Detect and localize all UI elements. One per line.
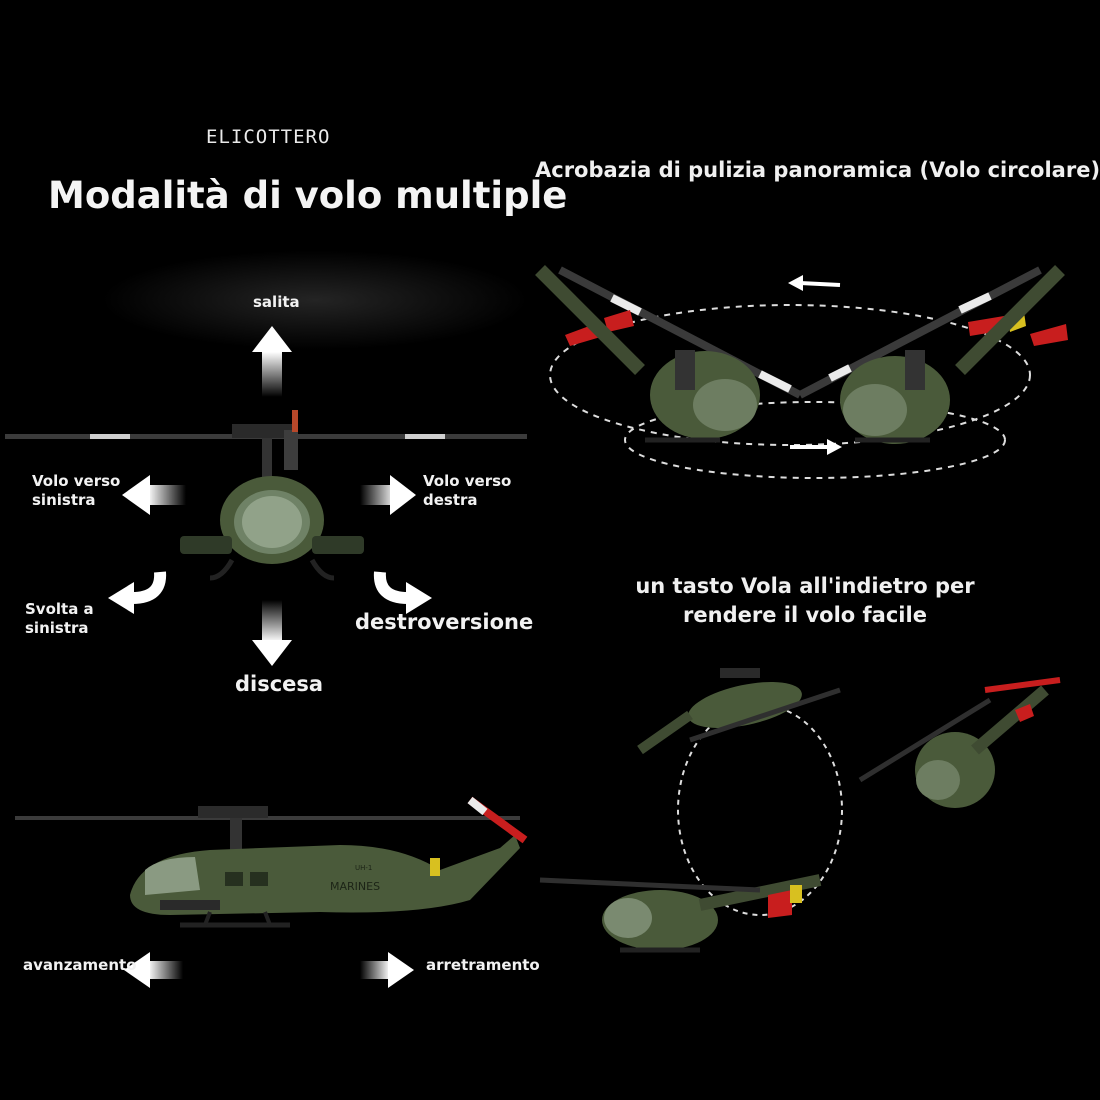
side-view-helicopter-icon (15, 796, 528, 928)
model-marking: UH-1 (355, 864, 372, 872)
circular-flight-heading: Acrobazia di pulizia panoramica (Volo ci… (535, 158, 1100, 182)
up-arrow-icon (252, 326, 292, 397)
right-arrow-icon (360, 475, 416, 515)
label-turn-left: Svolta a sinistra (25, 600, 94, 637)
label-forward: avanzamento (23, 956, 137, 974)
label-backward: arretramento (426, 956, 540, 974)
tail-marking: MARINES (330, 880, 380, 893)
background-glow (100, 250, 530, 350)
brand-label: ELICOTTERO (206, 126, 331, 148)
loop-helicopter-top-icon (637, 668, 841, 755)
label-down: discesa (235, 672, 324, 696)
one-key-back-illustration (539, 668, 1061, 953)
left-arrow-icon (122, 475, 186, 515)
circle-helicopter-left-icon (535, 265, 802, 443)
label-up: salita (253, 293, 300, 311)
turn-left-arrow-icon (108, 571, 167, 614)
down-arrow-icon (252, 600, 292, 666)
forward-arrow-icon (124, 952, 183, 988)
label-turn-right: destroversione (355, 610, 534, 634)
loop-helicopter-bottom-icon (539, 874, 822, 953)
loop-helicopter-right-icon (858, 677, 1061, 808)
label-left: Volo verso sinistra (32, 472, 121, 509)
one-key-back-heading: un tasto Vola all'indietro per rendere i… (635, 574, 975, 627)
backward-arrow-icon (360, 952, 414, 988)
circular-flight-illustration (535, 265, 1068, 479)
front-helicopter-icon (5, 410, 527, 581)
circle-helicopter-right-icon (798, 265, 1068, 444)
page-title: Modalità di volo multiple (48, 174, 568, 217)
label-right: Volo verso destra (423, 472, 512, 509)
turn-right-arrow-icon (373, 571, 432, 614)
